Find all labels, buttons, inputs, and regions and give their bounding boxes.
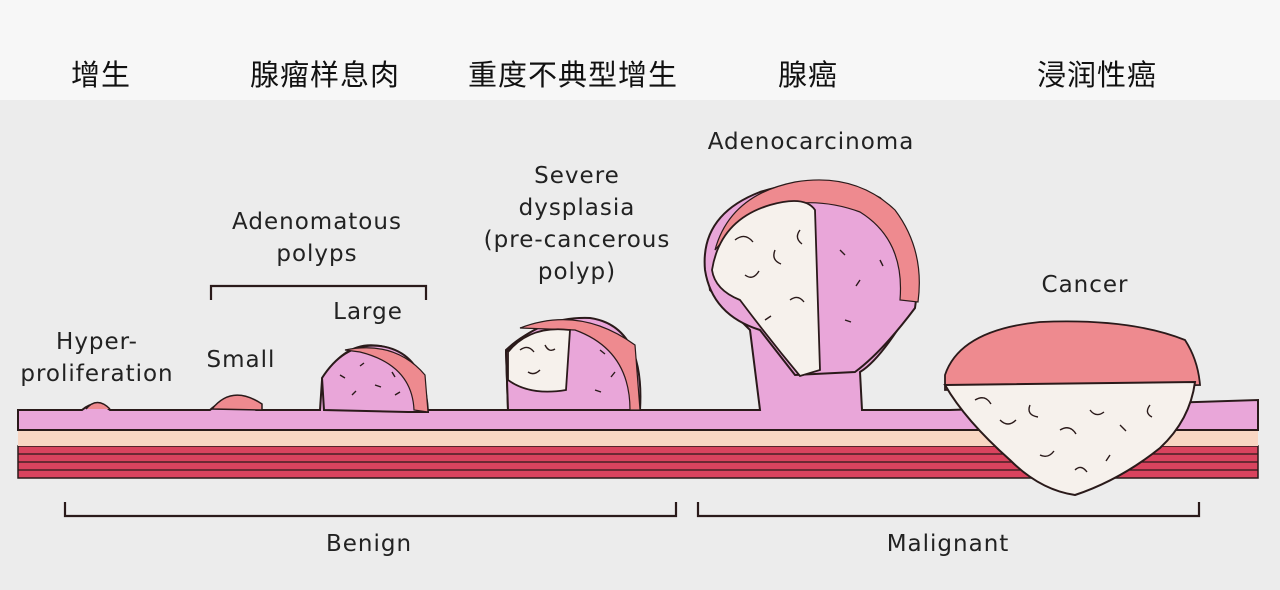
zh-label-hyperplasia: 增生 [70,58,132,92]
zh-label-invasive-cancer: 浸润性癌 [1036,58,1158,92]
label-severe-line4: polyp) [537,259,617,285]
chinese-title-bar: 增生 腺瘤样息肉 重度不典型增生 腺癌 浸润性癌 [0,0,1280,100]
hyperproliferation-bump [85,401,111,410]
label-adeno-line2: polyps [276,241,358,267]
label-benign: Benign [325,531,413,557]
label-large: Large [333,299,403,325]
label-hyper-line1: Hyper- [56,329,138,355]
label-cancer: Cancer [1041,272,1129,298]
small-polyp [210,394,263,411]
label-severe-dysplasia: Severe dysplasia (pre-cancerous polyp) [484,160,671,288]
label-adenomatous-polyps: Adenomatous polyps [232,206,402,270]
large-polyp [320,344,430,413]
zh-label-adenocarcinoma: 腺癌 [777,58,839,92]
benign-bracket [63,502,678,518]
malignant-bracket [696,502,1201,518]
label-severe-line3: (pre-cancerous [483,227,671,253]
zh-label-adenomatous-polyp: 腺瘤样息肉 [249,58,401,92]
label-hyperproliferation: Hyper- proliferation [20,326,173,390]
label-hyper-line2: proliferation [20,361,174,387]
label-small: Small [206,347,276,373]
severe-dysplasia-polyp [504,316,642,411]
zh-label-severe-dysplasia: 重度不典型增生 [467,58,679,92]
adenomatous-polyps-bracket [209,284,428,300]
adenocarcinoma-mass [703,179,920,378]
invasive-cancer-mass [943,320,1201,497]
label-severe-line2: dysplasia [518,195,636,221]
label-adenocarcinoma: Adenocarcinoma [707,129,915,155]
label-adeno-line1: Adenomatous [232,209,402,235]
label-malignant: Malignant [886,531,1010,557]
label-severe-line1: Severe [534,163,620,189]
